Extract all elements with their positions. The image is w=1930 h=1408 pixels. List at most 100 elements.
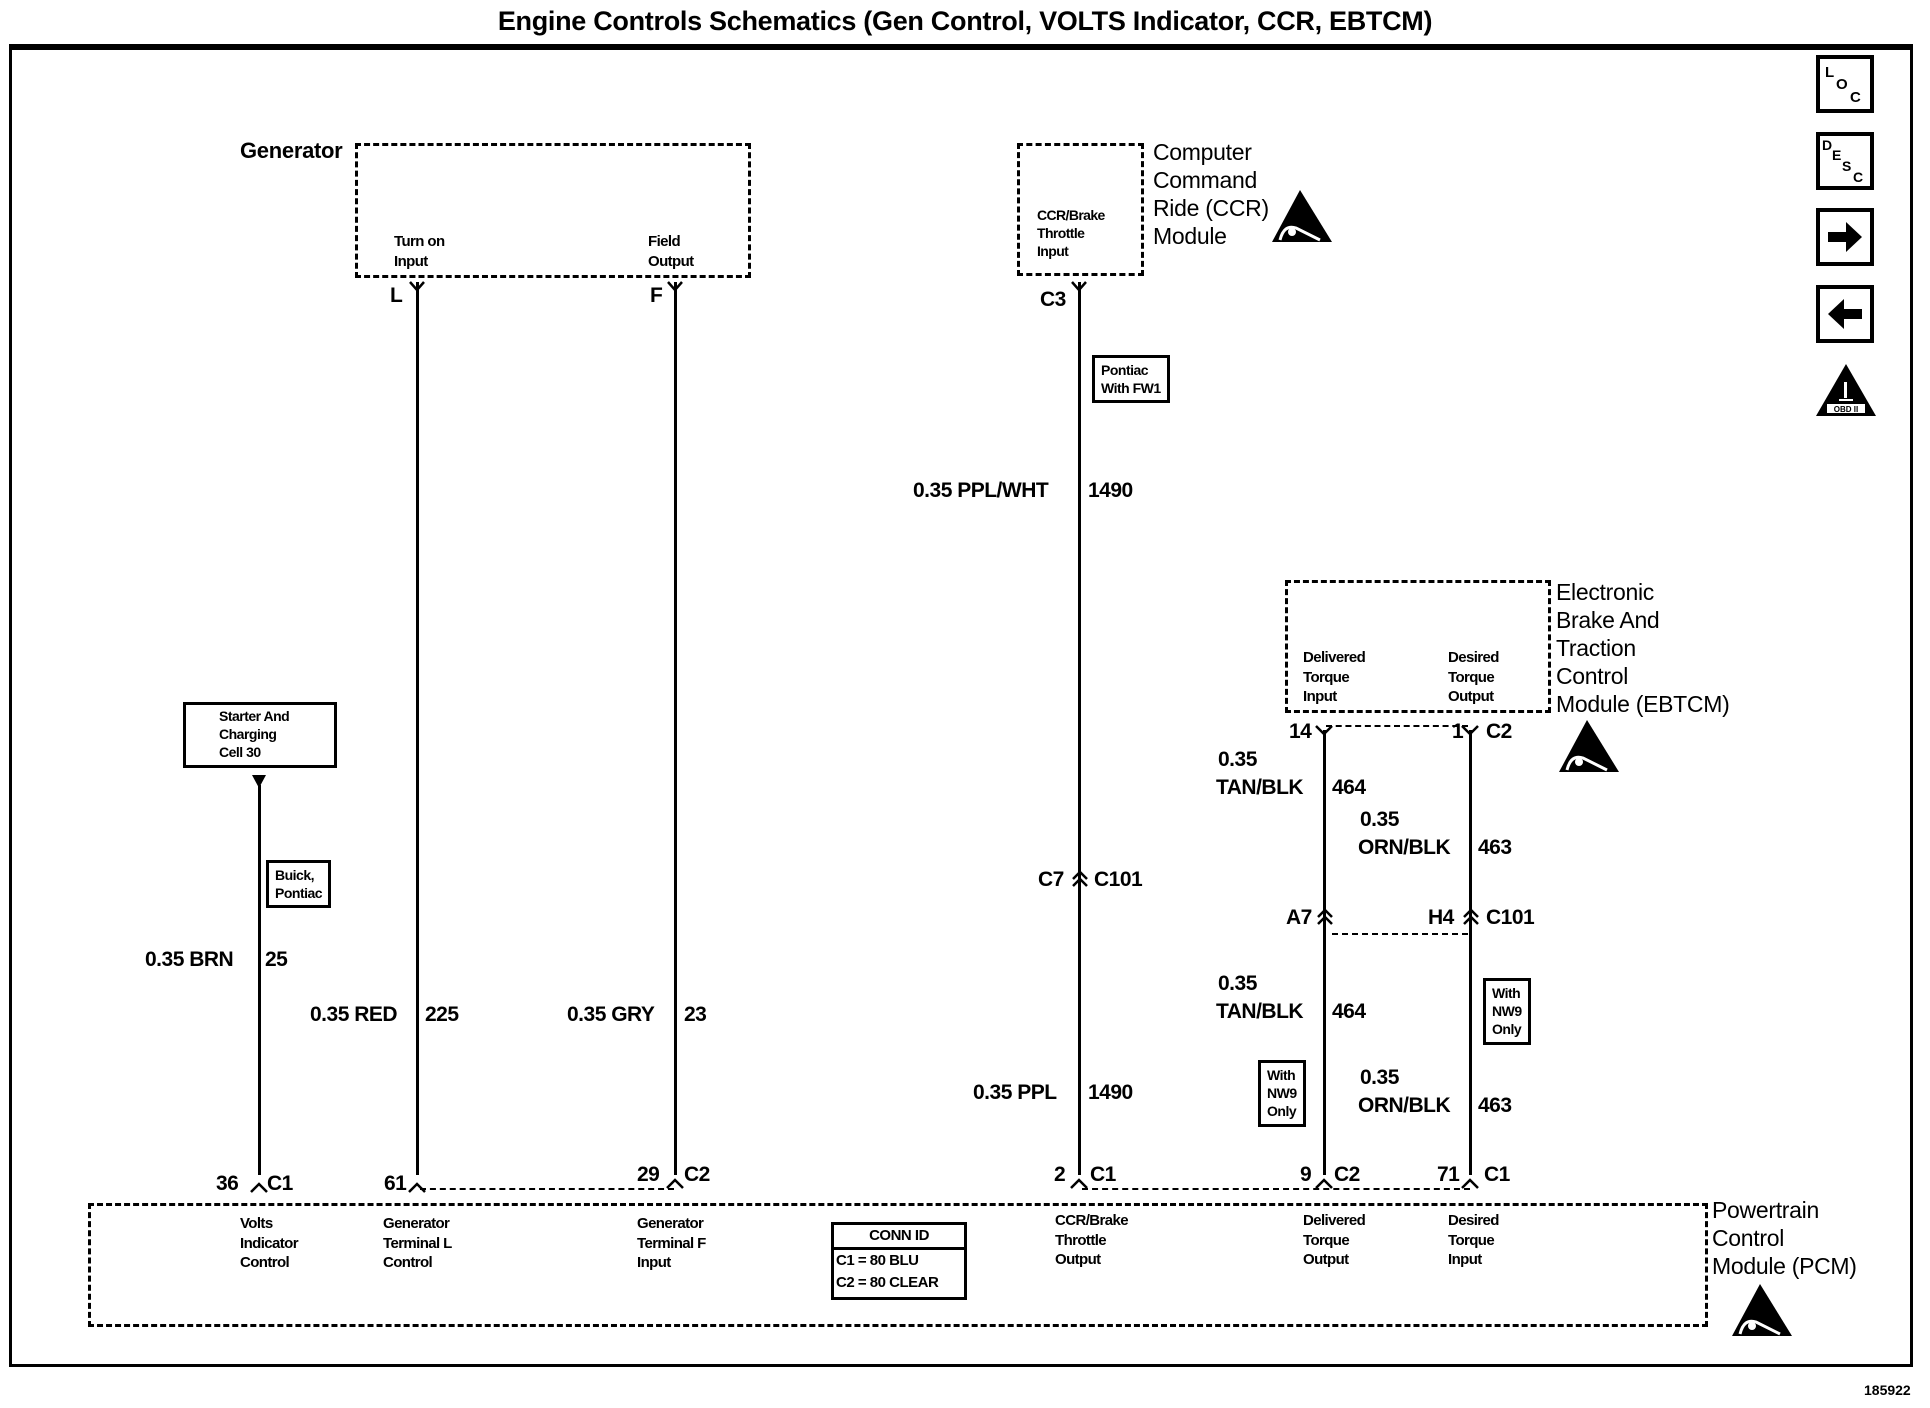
wire-orn-blk-upper-gauge: 0.35 bbox=[1360, 808, 1399, 831]
c101-pin-a7: A7 bbox=[1286, 906, 1312, 929]
conn-id-table: CONN ID C1 = 80 BLU C2 = 80 CLEAR bbox=[831, 1222, 967, 1300]
loc-icon: L O C bbox=[1825, 64, 1861, 106]
ebtcm-connector-link bbox=[1326, 725, 1468, 727]
wire-ppl-label: 0.35 PPL bbox=[973, 1081, 1057, 1104]
c101-connector-link bbox=[1332, 933, 1468, 935]
prev-page-button[interactable] bbox=[1816, 285, 1874, 343]
obd-warning-button[interactable]: OBD II bbox=[1814, 362, 1878, 418]
ccr-pin-c3: C3 bbox=[1040, 288, 1066, 311]
wire-red-circuit: 225 bbox=[425, 1003, 459, 1026]
wire-orn-blk-upper-circuit: 463 bbox=[1478, 836, 1512, 859]
c101-pin-c7: C7 bbox=[1038, 868, 1064, 891]
wire-orn-blk-upper-color: ORN/BLK bbox=[1358, 836, 1451, 859]
ebtcm-module bbox=[1285, 580, 1551, 713]
generator-pin-f: F bbox=[650, 284, 663, 307]
wire-brn-25 bbox=[258, 785, 261, 1175]
pcm-terminal-volts: Volts Indicator Control bbox=[240, 1215, 299, 1271]
ebtcm-module-name: Electronic Brake And Traction Control Mo… bbox=[1556, 579, 1730, 718]
wire-ppl-circuit: 1490 bbox=[1088, 1081, 1133, 1104]
ccr-terminal-label: CCR/Brake Throttle Input bbox=[1037, 207, 1105, 260]
pcm-terminal-delivered: Delivered Torque Output bbox=[1303, 1212, 1366, 1268]
ebtcm-pin-14: 14 bbox=[1289, 720, 1312, 743]
wire-red-label: 0.35 RED bbox=[310, 1003, 398, 1026]
wire-tan-blk-upper-gauge: 0.35 bbox=[1218, 748, 1257, 771]
left-arrow-icon bbox=[1828, 299, 1862, 329]
ebtcm-connector-c2: C2 bbox=[1486, 720, 1512, 743]
ccr-module bbox=[1017, 143, 1144, 276]
pcm-pin-29: 29 bbox=[637, 1163, 660, 1186]
c101-label-ccr: C101 bbox=[1094, 868, 1143, 891]
pcm-pin-71: 71 bbox=[1437, 1163, 1460, 1186]
wire-tan-blk-upper-color: TAN/BLK bbox=[1216, 776, 1304, 799]
pcm-pin-2: 2 bbox=[1054, 1163, 1066, 1186]
wire-ppl-wht-label: 0.35 PPL/WHT bbox=[913, 479, 1049, 502]
generator-pin-l: L bbox=[390, 284, 403, 307]
note-nw9-only-orn: With NW9 Only bbox=[1483, 978, 1531, 1045]
pcm-c1-link-right bbox=[1082, 1188, 1470, 1190]
wire-red-225 bbox=[416, 282, 419, 1175]
esd-icon-pcm bbox=[1730, 1282, 1794, 1343]
esd-icon-ebtcm bbox=[1557, 718, 1621, 779]
pcm-terminal-gen-f: Generator Terminal F Input bbox=[637, 1215, 706, 1271]
loc-button[interactable]: L O C bbox=[1816, 55, 1874, 113]
wire-tan-blk-lower-gauge: 0.35 bbox=[1218, 972, 1257, 995]
svg-text:E: E bbox=[1832, 147, 1841, 163]
wire-gry-circuit: 23 bbox=[684, 1003, 707, 1026]
wire-gry-23 bbox=[674, 282, 677, 1175]
wire-gry-label: 0.35 GRY bbox=[567, 1003, 655, 1026]
ebtcm-pin-1: 1 bbox=[1452, 720, 1464, 743]
title-underline bbox=[9, 44, 1913, 47]
note-buick-pontiac: Buick, Pontiac bbox=[266, 860, 332, 909]
pcm-pin-36: 36 bbox=[216, 1172, 239, 1195]
esd-icon-ccr bbox=[1270, 188, 1334, 249]
inline-connector-icon bbox=[1072, 870, 1088, 887]
wire-ppl-1490 bbox=[1078, 282, 1081, 1175]
inline-connector-icon bbox=[1463, 908, 1479, 925]
svg-text:OBD II: OBD II bbox=[1834, 405, 1858, 414]
generator-terminal-field: Field Output bbox=[648, 233, 694, 270]
pcm-conn-29: C2 bbox=[684, 1163, 710, 1186]
inline-connector-icon bbox=[1317, 908, 1333, 925]
pcm-terminal-ccr: CCR/Brake Throttle Output bbox=[1055, 1212, 1129, 1268]
svg-text:C: C bbox=[1853, 169, 1863, 185]
ref-arrow-icon bbox=[252, 775, 266, 788]
generator-name: Generator bbox=[240, 138, 343, 163]
ebtcm-terminal-desired: Desired Torque Output bbox=[1448, 649, 1499, 705]
pcm-conn-36: C1 bbox=[267, 1172, 293, 1195]
wire-orn-blk-463 bbox=[1469, 730, 1472, 1175]
note-pontiac-fw1: Pontiac With FW1 bbox=[1092, 355, 1170, 404]
conn-id-line-c1: C1 = 80 BLU bbox=[836, 1252, 919, 1269]
next-page-button[interactable] bbox=[1816, 208, 1874, 266]
wire-tan-blk-lower-circuit: 464 bbox=[1332, 1000, 1366, 1023]
ccr-module-name: Computer Command Ride (CCR) Module bbox=[1153, 139, 1269, 250]
pcm-conn-71: C1 bbox=[1484, 1163, 1510, 1186]
wire-orn-blk-lower-color: ORN/BLK bbox=[1358, 1094, 1451, 1117]
wire-orn-blk-lower-circuit: 463 bbox=[1478, 1094, 1512, 1117]
pcm-terminal-gen-l: Generator Terminal L Control bbox=[383, 1215, 452, 1271]
desc-button[interactable]: D E S C bbox=[1816, 132, 1874, 190]
ebtcm-terminal-delivered: Delivered Torque Input bbox=[1303, 649, 1366, 705]
c101-label-ebtcm: C101 bbox=[1486, 906, 1535, 929]
svg-text:O: O bbox=[1836, 76, 1848, 93]
generator-module bbox=[355, 143, 751, 278]
right-arrow-icon bbox=[1828, 222, 1862, 252]
c101-pin-h4: H4 bbox=[1428, 906, 1454, 929]
wire-brn-circuit: 25 bbox=[265, 948, 288, 971]
svg-text:S: S bbox=[1842, 158, 1851, 174]
pcm-module bbox=[88, 1203, 1708, 1327]
pcm-conn-9: C2 bbox=[1334, 1163, 1360, 1186]
note-nw9-only-tan: With NW9 Only bbox=[1258, 1060, 1306, 1127]
figure-id: 185922 bbox=[1864, 1382, 1911, 1398]
svg-text:C: C bbox=[1850, 89, 1861, 106]
wire-orn-blk-lower-gauge: 0.35 bbox=[1360, 1066, 1399, 1089]
schematic-frame bbox=[9, 47, 1913, 1367]
starter-charging-ref: Starter And Charging Cell 30 bbox=[183, 702, 337, 768]
pcm-module-name: Powertrain Control Module (PCM) bbox=[1712, 1197, 1857, 1280]
page-title: Engine Controls Schematics (Gen Control,… bbox=[497, 6, 1433, 36]
wire-tan-blk-upper-circuit: 464 bbox=[1332, 776, 1366, 799]
svg-text:D: D bbox=[1822, 137, 1832, 153]
pcm-conn-2: C1 bbox=[1090, 1163, 1116, 1186]
conn-id-line-c2: C2 = 80 CLEAR bbox=[836, 1274, 939, 1291]
pcm-pin-61: 61 bbox=[384, 1172, 407, 1195]
pcm-pin-9: 9 bbox=[1300, 1163, 1312, 1186]
